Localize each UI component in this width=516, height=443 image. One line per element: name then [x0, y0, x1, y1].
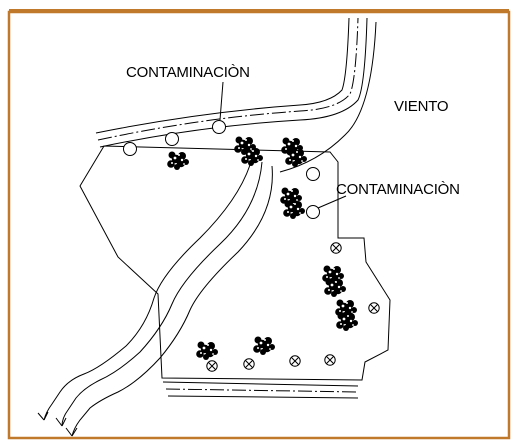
river-channel	[37, 161, 273, 437]
site-boundary	[79, 145, 391, 381]
crossed-circle-icon	[206, 360, 218, 372]
wind-line	[279, 21, 377, 173]
crossed-circle-icon	[243, 358, 255, 370]
open-circle-icon	[212, 120, 226, 134]
tree-clusters	[167, 136, 358, 360]
pollution-label-top: CONTAMINACIÒN	[126, 64, 250, 81]
tree-cluster-icon	[324, 278, 346, 297]
open-circle-icon	[123, 142, 137, 156]
frame-top-bar	[9, 9, 509, 12]
wind-label: VIENTO	[394, 98, 449, 115]
bottom-road	[162, 381, 359, 399]
crossed-circle-icon	[289, 355, 301, 367]
pollution-label-right: CONTAMINACIÒN	[336, 181, 460, 198]
open-circle-icon	[306, 167, 320, 181]
tree-cluster-icon	[253, 336, 275, 355]
crossed-circle-icon	[368, 302, 380, 314]
crossed-markers	[206, 242, 380, 372]
tree-cluster-icon	[283, 200, 305, 219]
leader-line-right	[317, 195, 347, 209]
leader-line-top	[219, 81, 224, 121]
tree-cluster-icon	[196, 341, 218, 360]
pollution-circles	[123, 120, 320, 219]
crossed-circle-icon	[324, 354, 336, 366]
tree-cluster-icon	[167, 151, 189, 170]
top-road	[95, 17, 368, 148]
crossed-circle-icon	[330, 242, 342, 254]
open-circle-icon	[306, 205, 320, 219]
open-circle-icon	[165, 132, 179, 146]
